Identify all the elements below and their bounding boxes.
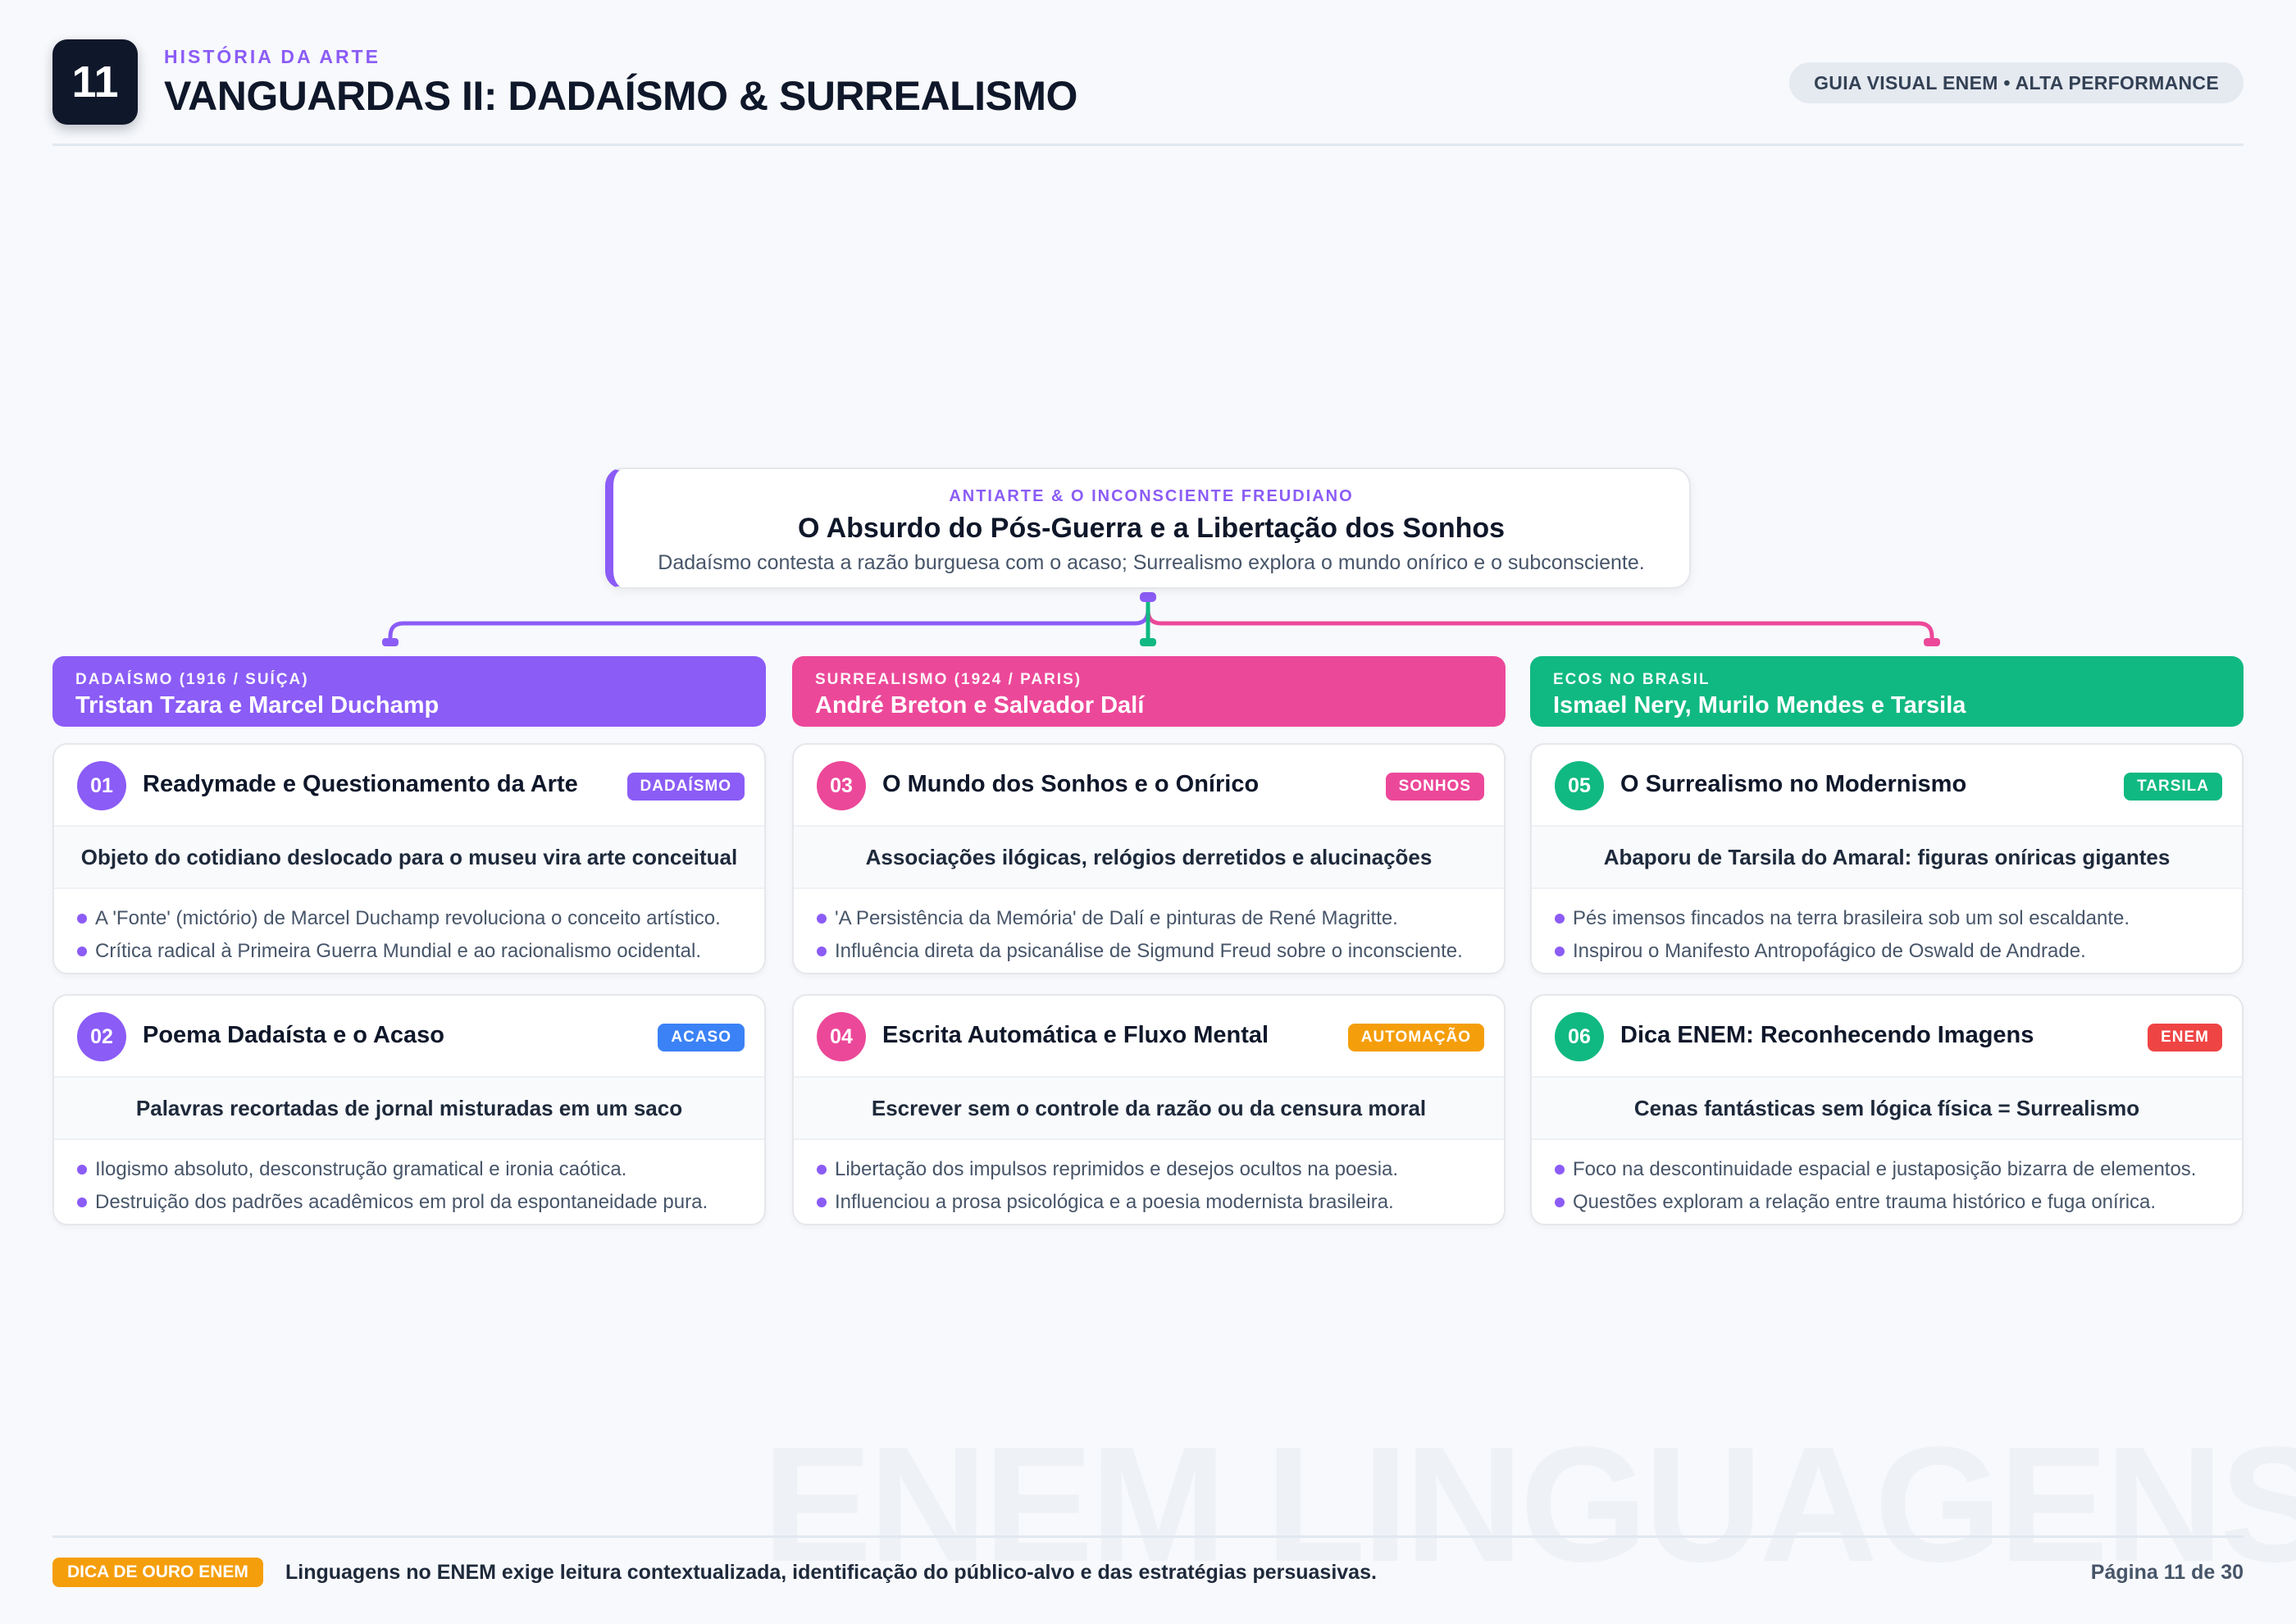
- guide-pill: GUIA VISUAL ENEM • ALTA PERFORMANCE: [1789, 62, 2244, 103]
- section-kicker: HISTÓRIA DA ARTE: [164, 46, 380, 67]
- list-item: Inspirou o Manifesto Antropofágico de Os…: [1555, 935, 2219, 968]
- bullet-dot-icon: [1555, 947, 1565, 956]
- list-item: Crítica radical à Primeira Guerra Mundia…: [77, 935, 741, 968]
- list-item: Ilogismo absoluto, desconstrução gramati…: [77, 1153, 741, 1186]
- bullet-dot-icon: [817, 1197, 827, 1207]
- card-summary: Objeto do cotidiano deslocado para o mus…: [54, 827, 764, 889]
- bullet-dot-icon: [817, 914, 827, 924]
- card-tag: ACASO: [658, 1024, 745, 1051]
- card-number: 03: [817, 761, 866, 810]
- card-surrealismo-modernismo: 05 O Surrealismo no Modernismo TARSILA A…: [1530, 743, 2244, 974]
- column-kicker: DADAÍSMO (1916 / SUÍÇA): [75, 671, 309, 688]
- card-summary: Abaporu de Tarsila do Amaral: figuras on…: [1532, 827, 2242, 889]
- card-bullets: Ilogismo absoluto, desconstrução gramati…: [54, 1140, 764, 1219]
- connector-node-center: [1140, 638, 1156, 646]
- connector-right: [1146, 609, 1934, 645]
- card-title: Escrita Automática e Fluxo Mental: [882, 1022, 1269, 1048]
- card-title: O Mundo dos Sonhos e o Onírico: [882, 771, 1260, 797]
- watermark-text: ENEM LINGUAGENS: [763, 1413, 2296, 1596]
- column-kicker: ECOS NO BRASIL: [1553, 671, 1711, 688]
- card-summary: Cenas fantásticas sem lógica física = Su…: [1532, 1078, 2242, 1140]
- column-header-ecos-no-brasil: ECOS NO BRASIL Ismael Nery, Murilo Mende…: [1530, 656, 2244, 727]
- bullet-dot-icon: [77, 1165, 87, 1175]
- bullet-dot-icon: [1555, 1197, 1565, 1207]
- card-escrita-automatica: 04 Escrita Automática e Fluxo Mental AUT…: [792, 994, 1506, 1225]
- connector-left: [388, 597, 1150, 645]
- card-tag: SONHOS: [1385, 773, 1484, 801]
- list-item: Influência direta da psicanálise de Sigm…: [817, 935, 1481, 968]
- card-mundo-dos-sonhos: 03 O Mundo dos Sonhos e o Onírico SONHOS…: [792, 743, 1506, 974]
- card-bullets: Foco na descontinuidade espacial e justa…: [1532, 1140, 2242, 1219]
- list-item: Destruição dos padrões acadêmicos em pro…: [77, 1186, 741, 1219]
- card-title: Poema Dadaísta e o Acaso: [143, 1022, 445, 1048]
- connector-node-right: [1924, 638, 1940, 646]
- card-dica-enem: 06 Dica ENEM: Reconhecendo Imagens ENEM …: [1530, 994, 2244, 1225]
- connector-node-left: [382, 638, 399, 646]
- bullet-dot-icon: [817, 1165, 827, 1175]
- card-tag: TARSILA: [2124, 773, 2222, 801]
- card-tag: AUTOMAÇÃO: [1347, 1024, 1484, 1051]
- central-concept-box: ANTIARTE & O INCONSCIENTE FREUDIANO O Ab…: [605, 468, 1691, 589]
- page-number-badge: 11: [52, 39, 138, 125]
- column-title: André Breton e Salvador Dalí: [815, 692, 1145, 718]
- footer-tip-badge: DICA DE OURO ENEM: [52, 1558, 263, 1587]
- central-title: O Absurdo do Pós-Guerra e a Libertação d…: [797, 513, 1506, 544]
- list-item: A 'Fonte' (mictório) de Marcel Duchamp r…: [77, 902, 741, 935]
- card-bullets: 'A Persistência da Memória' de Dalí e pi…: [794, 889, 1504, 968]
- card-bullets: Libertação dos impulsos reprimidos e des…: [794, 1140, 1504, 1219]
- footer-tip-text: Linguagens no ENEM exige leitura context…: [285, 1561, 1377, 1584]
- card-bullets: Pés imensos fincados na terra brasileira…: [1532, 889, 2242, 968]
- page-footer: DICA DE OURO ENEM Linguagens no ENEM exi…: [52, 1535, 2244, 1604]
- list-item: Libertação dos impulsos reprimidos e des…: [817, 1153, 1481, 1186]
- bullet-dot-icon: [817, 947, 827, 956]
- central-subtitle: Dadaísmo contesta a razão burguesa com o…: [658, 551, 1645, 574]
- card-poema-dadaista: 02 Poema Dadaísta e o Acaso ACASO Palavr…: [52, 994, 766, 1225]
- column-header-surrealismo: SURREALISMO (1924 / PARIS) André Breton …: [792, 656, 1506, 727]
- card-number: 04: [817, 1012, 866, 1061]
- bullet-dot-icon: [1555, 1165, 1565, 1175]
- card-number: 01: [77, 761, 126, 810]
- central-kicker: ANTIARTE & O INCONSCIENTE FREUDIANO: [949, 487, 1354, 505]
- column-header-dadaismo: DADAÍSMO (1916 / SUÍÇA) Tristan Tzara e …: [52, 656, 766, 727]
- card-summary: Escrever sem o controle da razão ou da c…: [794, 1078, 1504, 1140]
- card-summary: Associações ilógicas, relógios derretido…: [794, 827, 1504, 889]
- bullet-dot-icon: [77, 1197, 87, 1207]
- column-title: Ismael Nery, Murilo Mendes e Tarsila: [1553, 692, 1966, 718]
- card-title: O Surrealismo no Modernismo: [1620, 771, 1967, 797]
- list-item: Influenciou a prosa psicológica e a poes…: [817, 1186, 1481, 1219]
- list-item: 'A Persistência da Memória' de Dalí e pi…: [817, 902, 1481, 935]
- card-readymade: 01 Readymade e Questionamento da Arte DA…: [52, 743, 766, 974]
- card-title: Dica ENEM: Reconhecendo Imagens: [1620, 1022, 2034, 1048]
- footer-page-counter: Página 11 de 30: [2090, 1561, 2244, 1584]
- card-number: 02: [77, 1012, 126, 1061]
- page-title: VANGUARDAS II: DADAÍSMO & SURREALISMO: [164, 73, 1077, 119]
- card-tag: ENEM: [2148, 1024, 2222, 1051]
- card-number: 06: [1555, 1012, 1604, 1061]
- list-item: Questões exploram a relação entre trauma…: [1555, 1186, 2219, 1219]
- column-title: Tristan Tzara e Marcel Duchamp: [75, 692, 440, 718]
- card-tag: DADAÍSMO: [626, 773, 745, 801]
- list-item: Pés imensos fincados na terra brasileira…: [1555, 902, 2219, 935]
- bullet-dot-icon: [77, 947, 87, 956]
- page-header: 11 HISTÓRIA DA ARTE VANGUARDAS II: DADAÍ…: [52, 39, 2244, 146]
- bullet-dot-icon: [1555, 914, 1565, 924]
- card-title: Readymade e Questionamento da Arte: [143, 771, 578, 797]
- card-summary: Palavras recortadas de jornal misturadas…: [54, 1078, 764, 1140]
- list-item: Foco na descontinuidade espacial e justa…: [1555, 1153, 2219, 1186]
- column-kicker: SURREALISMO (1924 / PARIS): [815, 671, 1082, 688]
- card-bullets: A 'Fonte' (mictório) de Marcel Duchamp r…: [54, 889, 764, 968]
- card-number: 05: [1555, 761, 1604, 810]
- connector-node-top: [1140, 592, 1156, 602]
- bullet-dot-icon: [77, 914, 87, 924]
